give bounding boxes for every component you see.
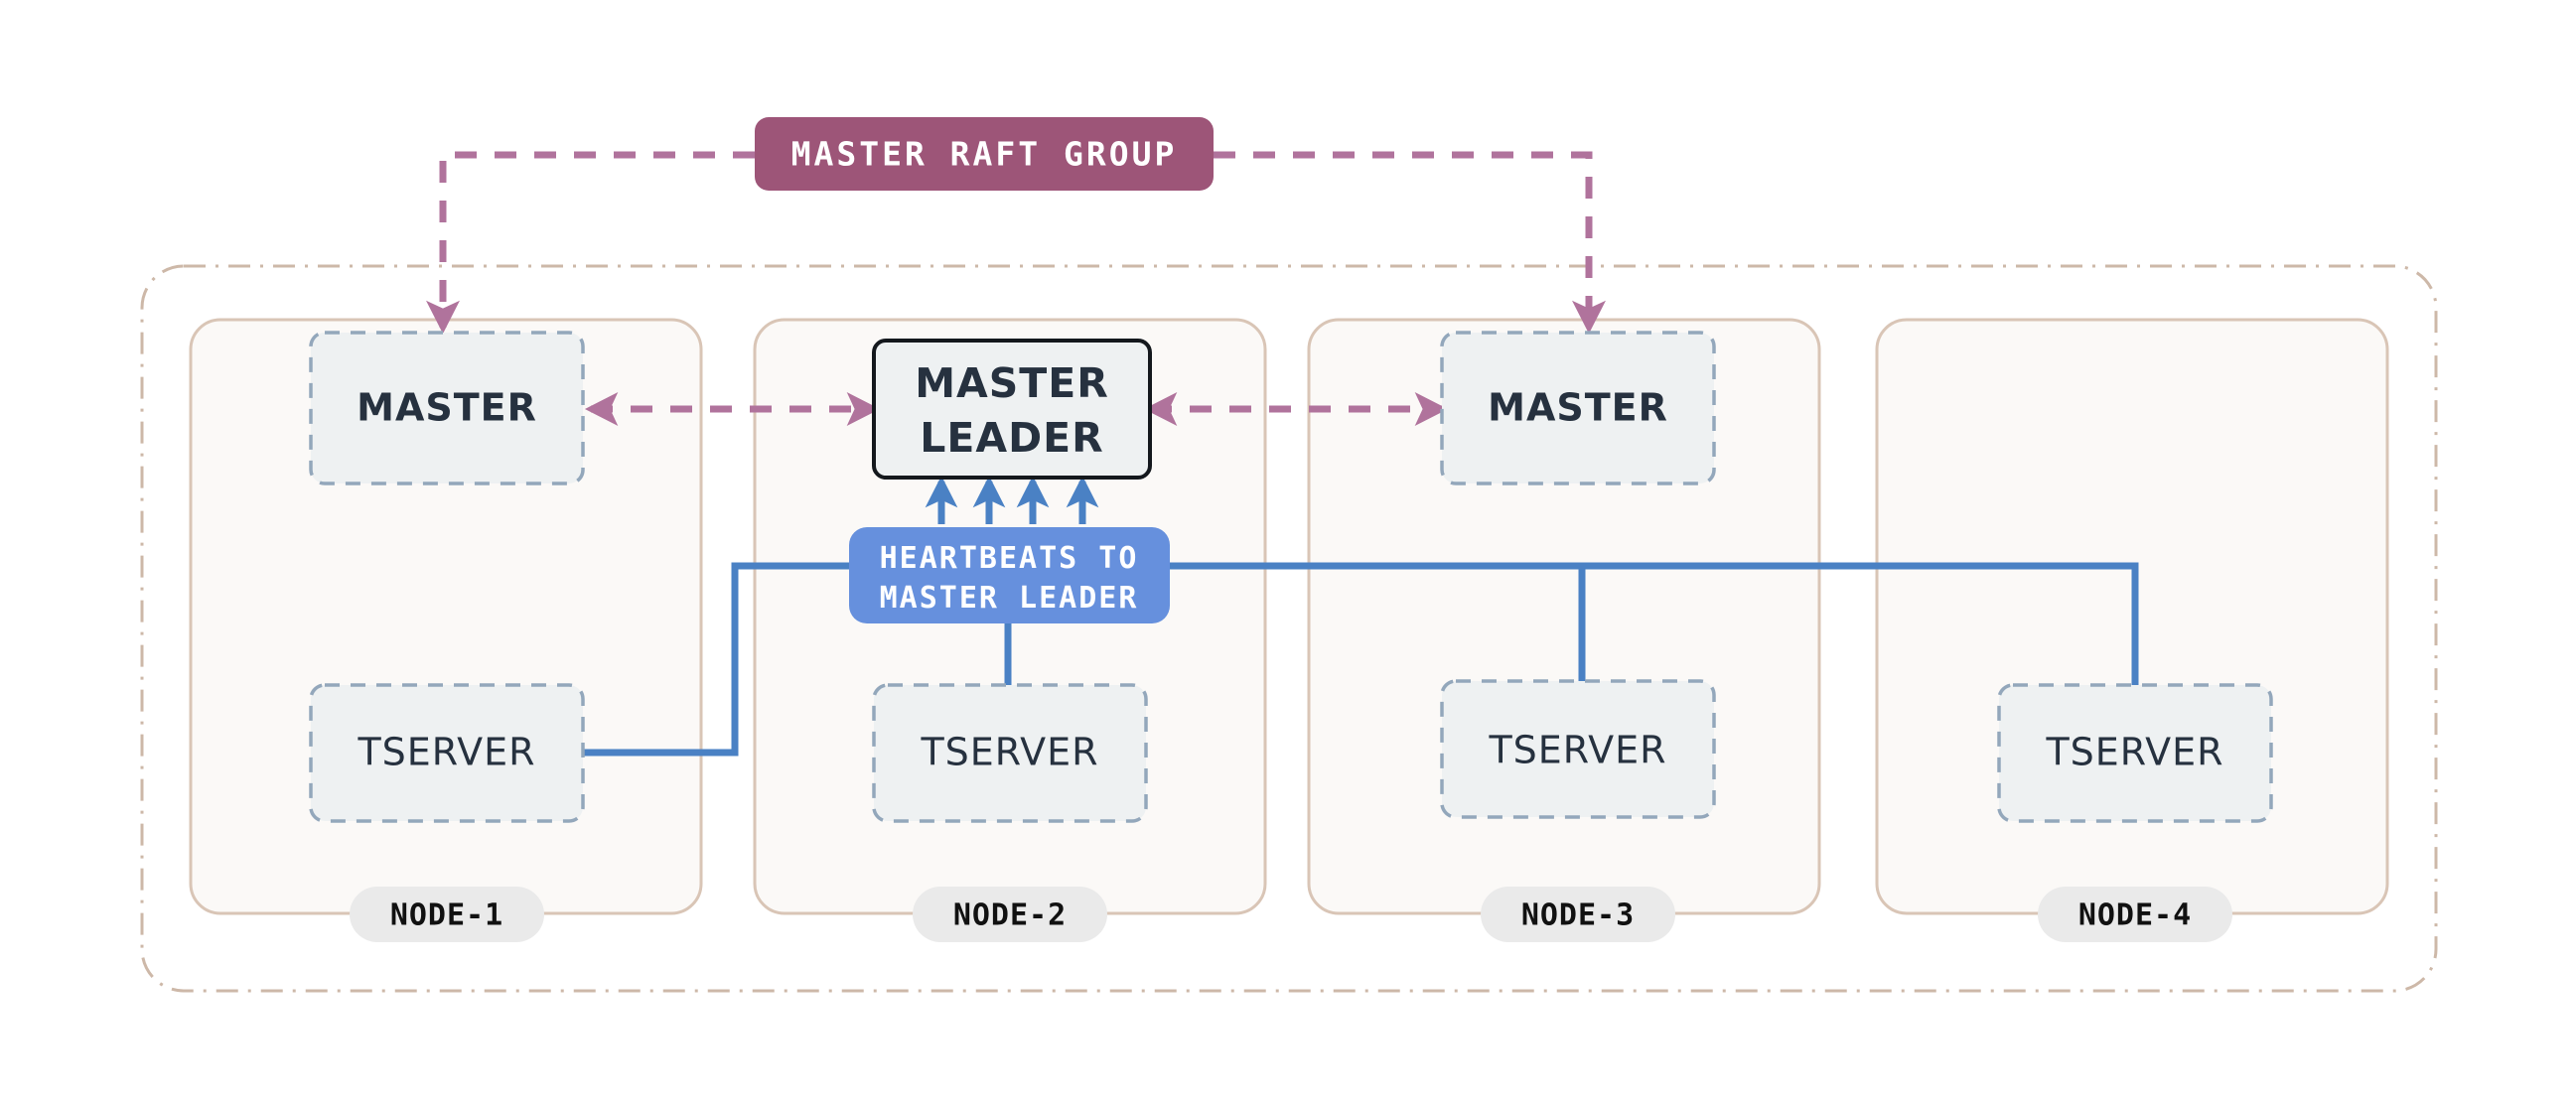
tserver-label-node-1: TSERVER: [357, 731, 535, 774]
heartbeat-link-node-1: [584, 562, 849, 757]
node-chip-node-3: [1481, 887, 1675, 942]
master-box-node-3[interactable]: [1440, 331, 1716, 485]
node-label-node-1: NODE-1: [390, 898, 503, 933]
cluster-boundary: [140, 264, 2438, 993]
tserver-box-node-3[interactable]: [1440, 679, 1716, 819]
tserver-box-node-4[interactable]: [1997, 683, 2273, 823]
node-chip-node-1: [350, 887, 544, 942]
master-leader-box-node-2[interactable]: [872, 339, 1152, 480]
heartbeats-callout-line2: MASTER LEADER: [880, 581, 1139, 616]
heartbeats-callout[interactable]: [849, 527, 1170, 623]
heartbeat-link-node-4: [1170, 562, 2139, 685]
tserver-label-node-2: TSERVER: [920, 731, 1098, 774]
node-chip-node-2: [913, 887, 1107, 942]
tserver-label-node-4: TSERVER: [2045, 731, 2223, 774]
master-box-node-1[interactable]: [309, 331, 585, 485]
raft-link-node-1: [426, 151, 755, 335]
master-label-node-1: MASTER: [357, 386, 537, 430]
master-raft-group-box[interactable]: [755, 117, 1214, 191]
master-raft-group-label: MASTER RAFT GROUP: [791, 135, 1178, 174]
raft-link-node-3: [1214, 151, 1606, 335]
node-chip-node-4: [2038, 887, 2232, 942]
tserver-box-node-2[interactable]: [872, 683, 1148, 823]
heartbeats-callout-line1: HEARTBEATS TO: [880, 541, 1139, 576]
node-label-node-4: NODE-4: [2078, 898, 2192, 933]
master-leader-label-line1-node-2: MASTER: [915, 359, 1109, 407]
master-leader-label-line2-node-2: LEADER: [920, 414, 1103, 462]
node-label-node-3: NODE-3: [1521, 898, 1635, 933]
node-label-node-2: NODE-2: [953, 898, 1067, 933]
tserver-label-node-3: TSERVER: [1488, 729, 1666, 772]
master-label-node-3: MASTER: [1488, 386, 1668, 430]
tserver-box-node-1[interactable]: [309, 683, 585, 823]
